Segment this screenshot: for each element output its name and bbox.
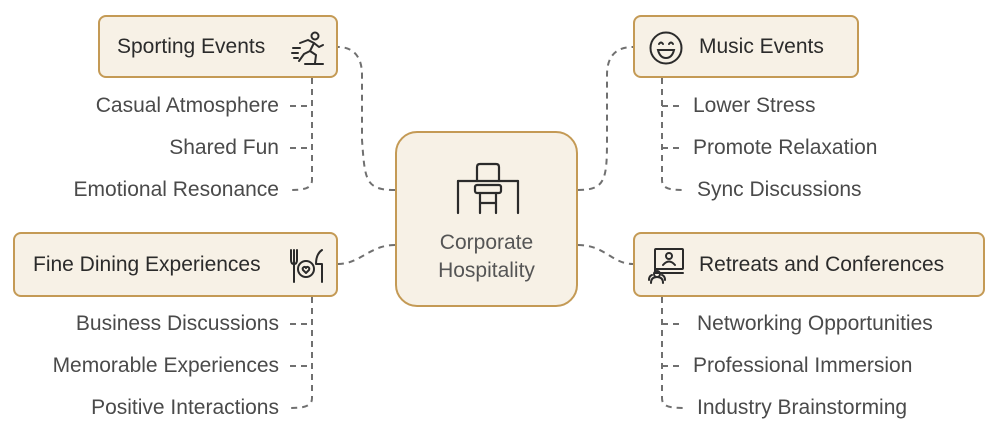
branch-label: Sporting Events [117,35,266,58]
connector-center-retreats [577,244,634,265]
leaf-retreats-1: Networking Opportunities [697,312,933,335]
branch-label: Fine Dining Experiences [33,253,261,276]
branch-sporting-events: Sporting Events [98,15,338,78]
leaf-music-2: Promote Relaxation [693,136,878,159]
connector-center-music [577,46,634,191]
presentation-icon [648,246,686,290]
connector-center-dining [337,244,396,265]
leaf-music-1: Lower Stress [693,94,816,117]
branch-label: Retreats and Conferences [699,253,945,276]
leaf-dining-1: Business Discussions [75,312,279,335]
leaf-dining-3: Positive Interactions [91,396,279,419]
chair-icon [455,161,521,223]
running-person-icon [290,30,326,72]
connector-sporting-leaves [289,78,313,191]
leaf-retreats-2: Professional Immersion [693,354,913,377]
connector-center-sporting [337,46,396,191]
central-node: Corporate Hospitality [395,131,578,307]
leaf-sporting-3: Emotional Resonance [73,178,279,201]
dining-icon [288,247,326,291]
central-title: Corporate Hospitality [438,231,535,282]
connector-dining-leaves [289,297,313,409]
leaf-sporting-2: Shared Fun [169,136,279,159]
branch-fine-dining: Fine Dining Experiences [13,232,338,297]
connector-music-leaves [661,78,685,191]
leaf-music-3: Sync Discussions [697,178,862,201]
leaf-retreats-3: Industry Brainstorming [697,396,908,419]
branch-label: Music Events [699,35,824,58]
leaf-sporting-1: Casual Atmosphere [95,94,279,117]
branch-retreats-conferences: Retreats and Conferences [633,232,985,297]
smiley-icon [648,30,684,72]
branch-music-events: Music Events [633,15,859,78]
connector-retreats-leaves [661,297,685,409]
leaf-dining-2: Memorable Experiences [52,354,279,377]
